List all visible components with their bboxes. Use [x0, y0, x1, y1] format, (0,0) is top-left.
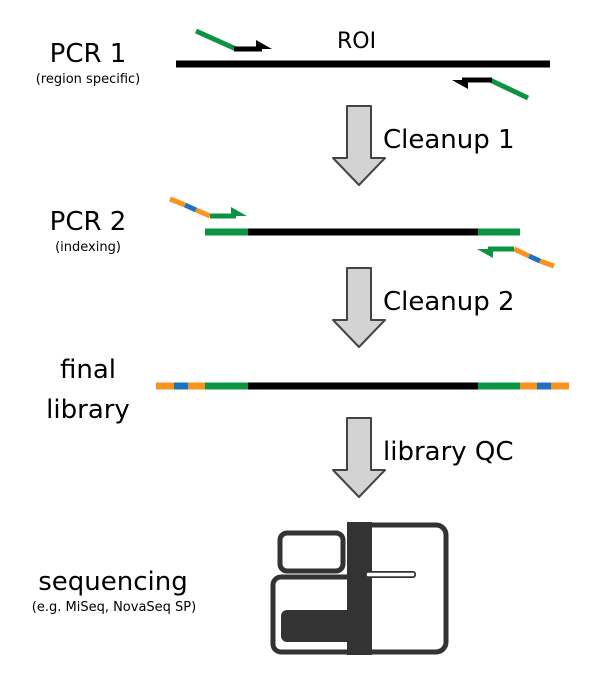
pcr1-subtitle: (region specific)	[35, 72, 141, 87]
pcr2-reverse-index	[527, 253, 542, 264]
final-library-line1: final	[59, 355, 116, 385]
down-arrow-icon	[332, 105, 386, 186]
pcr1-forward-primer-arrowhead	[256, 40, 272, 49]
pcr2-diagram	[169, 196, 555, 269]
sequencing-subtitle: (e.g. MiSeq, NovaSeq SP)	[31, 600, 197, 615]
pcr2-forward-index	[183, 202, 198, 213]
pcr2-title: PCR 2	[49, 207, 127, 237]
cleanup2-label: Cleanup 2	[383, 287, 515, 317]
cleanup1-label: Cleanup 1	[383, 125, 515, 155]
pcr2-reverse-adapter-b	[512, 246, 531, 259]
down-arrow-icon	[332, 267, 386, 348]
sequencer-icon	[270, 522, 449, 655]
final-library-line2: library	[46, 395, 130, 425]
pcr1-title: PCR 1	[49, 39, 127, 69]
pcr2-reverse-arrowhead	[477, 249, 493, 258]
sequencer-panel	[281, 610, 356, 642]
roi-label: ROI	[337, 29, 377, 54]
pcr1-reverse-primer-arrowhead	[452, 80, 468, 89]
sequencing-title: sequencing	[38, 567, 188, 597]
sequencer-slot-front	[365, 571, 416, 578]
pcr1-diagram	[176, 28, 550, 101]
pcr1-reverse-primer-tail	[488, 77, 530, 101]
pcr2-reverse-adapter-a	[539, 258, 555, 269]
pcr2-forward-adapter-b	[195, 207, 211, 219]
pcr2-forward-adapter-a	[169, 196, 186, 208]
sequencer-screen	[277, 530, 346, 574]
pcr2-forward-arrowhead	[231, 207, 247, 216]
down-arrow-icon	[332, 417, 386, 498]
pcr1-forward-primer-tail	[194, 28, 238, 52]
sequencer-column-front	[347, 522, 372, 655]
library-qc-label: library QC	[383, 437, 514, 467]
pcr2-subtitle: (indexing)	[55, 240, 121, 255]
